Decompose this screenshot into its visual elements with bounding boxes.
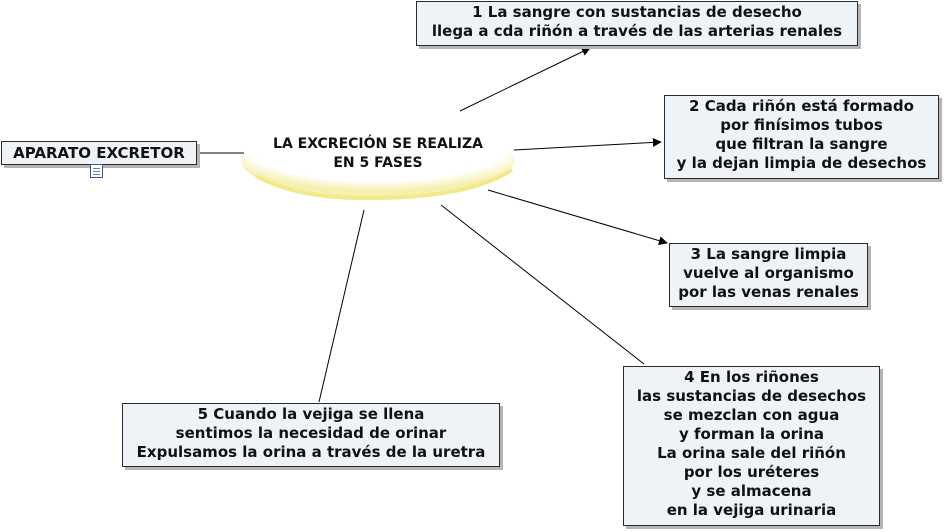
arrow-phase-1 — [459, 47, 591, 112]
document-icon[interactable] — [90, 164, 103, 178]
phase-3-node[interactable]: 3 La sangre limpia vuelve al organismo p… — [669, 243, 868, 307]
central-ellipse — [241, 122, 515, 198]
phase-5-node[interactable]: 5 Cuando la vejiga se llena sentimos la … — [122, 403, 500, 467]
arrow-phase-3 — [487, 189, 668, 246]
link-phase-5 — [318, 209, 365, 403]
phase-2-node[interactable]: 2 Cada riñón está formado por finísimos … — [664, 95, 939, 179]
link-phase-4 — [440, 204, 645, 365]
phase-4-node[interactable]: 4 En los riñones las sustancias de desec… — [623, 366, 880, 526]
root-node[interactable]: APARATO EXCRETOR — [1, 141, 197, 165]
phase-1-node[interactable]: 1 La sangre con sustancias de desecho ll… — [416, 1, 858, 46]
central-ellipse-rim — [255, 168, 514, 201]
central-topic[interactable]: LA EXCRECIÓN SE REALIZA EN 5 FASES — [273, 136, 483, 171]
arrow-phase-2 — [513, 137, 662, 151]
